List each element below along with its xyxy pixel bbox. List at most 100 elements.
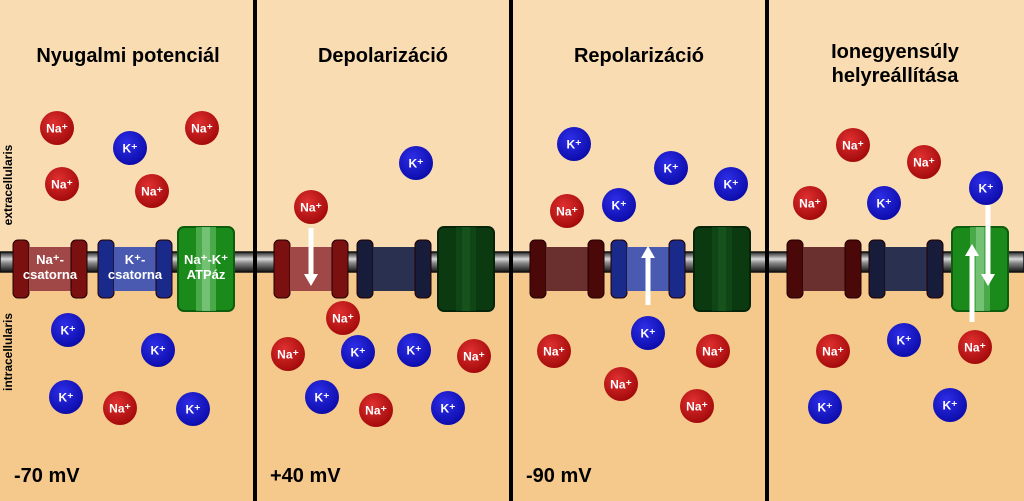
- potassium-ion: K⁺: [113, 131, 147, 165]
- ion-label: Na⁺: [191, 122, 213, 136]
- ion-label: Na⁺: [964, 341, 986, 355]
- sodium-ion: Na⁺: [958, 330, 992, 364]
- ion-label: Na⁺: [277, 348, 299, 362]
- sodium-ion: Na⁺: [457, 339, 491, 373]
- potassium-ion: K⁺: [867, 186, 901, 220]
- pump-channel: [693, 226, 751, 312]
- ion-flow-arrow: [304, 228, 318, 286]
- na-channel: [786, 239, 862, 299]
- sodium-ion: Na⁺: [680, 389, 714, 423]
- ion-label: Na⁺: [109, 402, 131, 416]
- ion-label: K⁺: [441, 402, 456, 416]
- potassium-ion: K⁺: [305, 380, 339, 414]
- ion-label: Na⁺: [842, 139, 864, 153]
- pump-channel: [437, 226, 495, 312]
- k-channel: [356, 239, 432, 299]
- ion-label: Na⁺: [913, 156, 935, 170]
- k-channel: [97, 239, 173, 299]
- ion-label: K⁺: [59, 391, 74, 405]
- k-channel: [868, 239, 944, 299]
- sodium-ion: Na⁺: [604, 367, 638, 401]
- channel-label: K⁺-: [125, 252, 146, 267]
- sodium-ion: Na⁺: [359, 393, 393, 427]
- potassium-ion: K⁺: [933, 388, 967, 422]
- channel-label: csatorna: [108, 267, 163, 282]
- ion-label: K⁺: [407, 344, 422, 358]
- voltage-depolarization: +40 mV: [270, 465, 341, 487]
- ion-label: K⁺: [123, 142, 138, 156]
- ion-label: K⁺: [612, 199, 627, 213]
- ion-label: K⁺: [877, 197, 892, 211]
- sodium-ion: Na⁺: [537, 334, 571, 368]
- intracellular-label: intracellularis: [1, 313, 15, 391]
- sodium-ion: Na⁺: [135, 174, 169, 208]
- ion-label: Na⁺: [799, 197, 821, 211]
- sodium-ion: Na⁺: [326, 301, 360, 335]
- potassium-ion: K⁺: [49, 380, 83, 414]
- voltage-repolarization: -90 mV: [526, 465, 592, 487]
- sodium-ion: Na⁺: [696, 334, 730, 368]
- ion-label: Na⁺: [300, 201, 322, 215]
- potassium-ion: K⁺: [808, 390, 842, 424]
- pump-channel: [177, 226, 235, 312]
- sodium-ion: Na⁺: [550, 194, 584, 228]
- na-channel: [529, 239, 605, 299]
- voltage-resting: -70 mV: [14, 465, 80, 487]
- ion-flow-arrow: [965, 244, 979, 322]
- potassium-ion: K⁺: [969, 171, 1003, 205]
- sodium-ion: Na⁺: [294, 190, 328, 224]
- potassium-ion: K⁺: [887, 323, 921, 357]
- ion-label: Na⁺: [543, 345, 565, 359]
- ion-label: K⁺: [818, 401, 833, 415]
- pump-channel: [951, 226, 1009, 312]
- potassium-ion: K⁺: [631, 316, 665, 350]
- ion-label: K⁺: [897, 334, 912, 348]
- ion-label: K⁺: [664, 162, 679, 176]
- ion-label: Na⁺: [46, 122, 68, 136]
- potassium-ion: K⁺: [399, 146, 433, 180]
- ion-label: Na⁺: [610, 378, 632, 392]
- ion-label: Na⁺: [141, 185, 163, 199]
- ion-label: K⁺: [979, 182, 994, 196]
- sodium-ion: Na⁺: [836, 128, 870, 162]
- ion-flow-arrow: [981, 205, 995, 286]
- ion-label: Na⁺: [463, 350, 485, 364]
- potassium-ion: K⁺: [397, 333, 431, 367]
- potassium-ion: K⁺: [341, 335, 375, 369]
- ion-label: K⁺: [151, 344, 166, 358]
- ion-label: Na⁺: [556, 205, 578, 219]
- channel-label: csatorna: [23, 267, 78, 282]
- sodium-ion: Na⁺: [816, 334, 850, 368]
- ion-label: K⁺: [351, 346, 366, 360]
- potassium-ion: K⁺: [602, 188, 636, 222]
- sodium-ion: Na⁺: [907, 145, 941, 179]
- channel-label: ATPáz: [187, 267, 226, 282]
- ion-label: Na⁺: [332, 312, 354, 326]
- sodium-ion: Na⁺: [793, 186, 827, 220]
- channel-label: Na⁺-: [36, 252, 64, 267]
- ion-label: Na⁺: [702, 345, 724, 359]
- channel-label: Na⁺-K⁺: [184, 252, 228, 267]
- potassium-ion: K⁺: [141, 333, 175, 367]
- panel-title-restoration-line1: Ionegyensúly: [831, 41, 960, 63]
- ion-label: Na⁺: [686, 400, 708, 414]
- potassium-ion: K⁺: [714, 167, 748, 201]
- ion-label: K⁺: [61, 324, 76, 338]
- sodium-ion: Na⁺: [40, 111, 74, 145]
- ion-label: Na⁺: [51, 178, 73, 192]
- ion-label: K⁺: [724, 178, 739, 192]
- na-channel: [12, 239, 88, 299]
- sodium-ion: Na⁺: [185, 111, 219, 145]
- panel-title-repolarization: Repolarizáció: [574, 45, 704, 67]
- sodium-ion: Na⁺: [271, 337, 305, 371]
- ion-label: K⁺: [186, 403, 201, 417]
- ion-label: Na⁺: [365, 404, 387, 418]
- ion-label: Na⁺: [822, 345, 844, 359]
- potassium-ion: K⁺: [654, 151, 688, 185]
- potassium-ion: K⁺: [557, 127, 591, 161]
- ion-label: K⁺: [567, 138, 582, 152]
- potassium-ion: K⁺: [176, 392, 210, 426]
- panel-title-depolarization: Depolarizáció: [318, 45, 448, 67]
